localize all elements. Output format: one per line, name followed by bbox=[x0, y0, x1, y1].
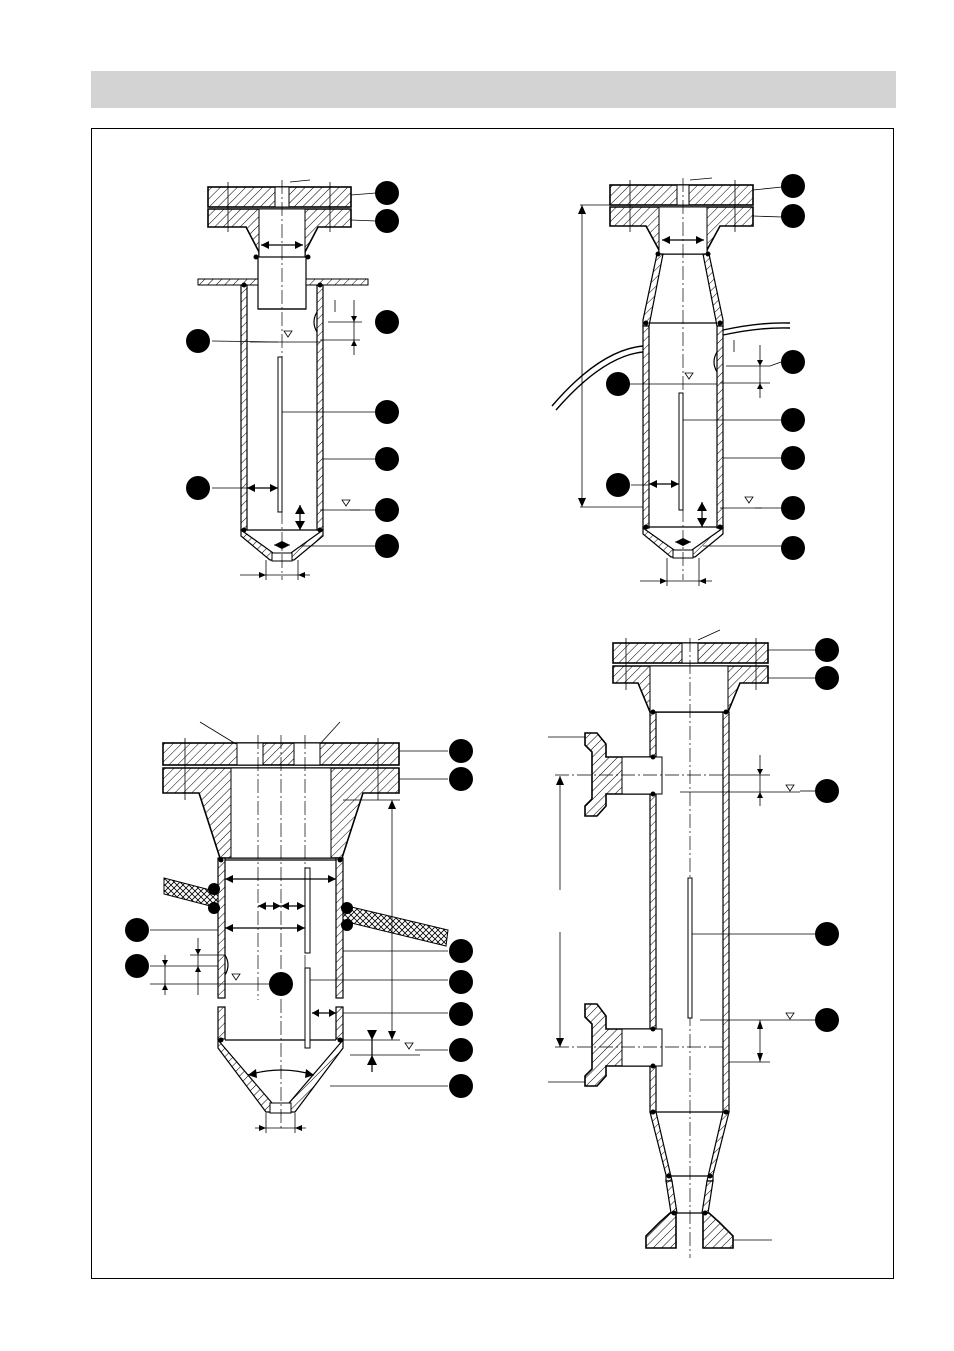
figure-b-drawing bbox=[551, 174, 805, 586]
drawing-frame bbox=[91, 128, 894, 1279]
figure-c-drawing bbox=[125, 721, 473, 1133]
figure-a-drawing bbox=[186, 179, 399, 580]
header-bar bbox=[91, 71, 896, 108]
figure-d-drawing bbox=[548, 629, 839, 1258]
